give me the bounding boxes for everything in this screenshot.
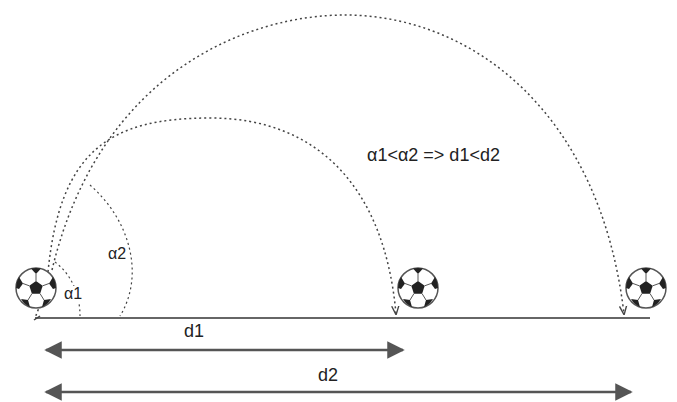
angle-label: α1	[62, 286, 84, 302]
angle-label: α2	[106, 246, 128, 262]
distance-label: d1	[184, 322, 204, 340]
distance-label: d2	[318, 366, 338, 384]
relation-note: α1<α2 => d1<d2	[367, 146, 500, 164]
